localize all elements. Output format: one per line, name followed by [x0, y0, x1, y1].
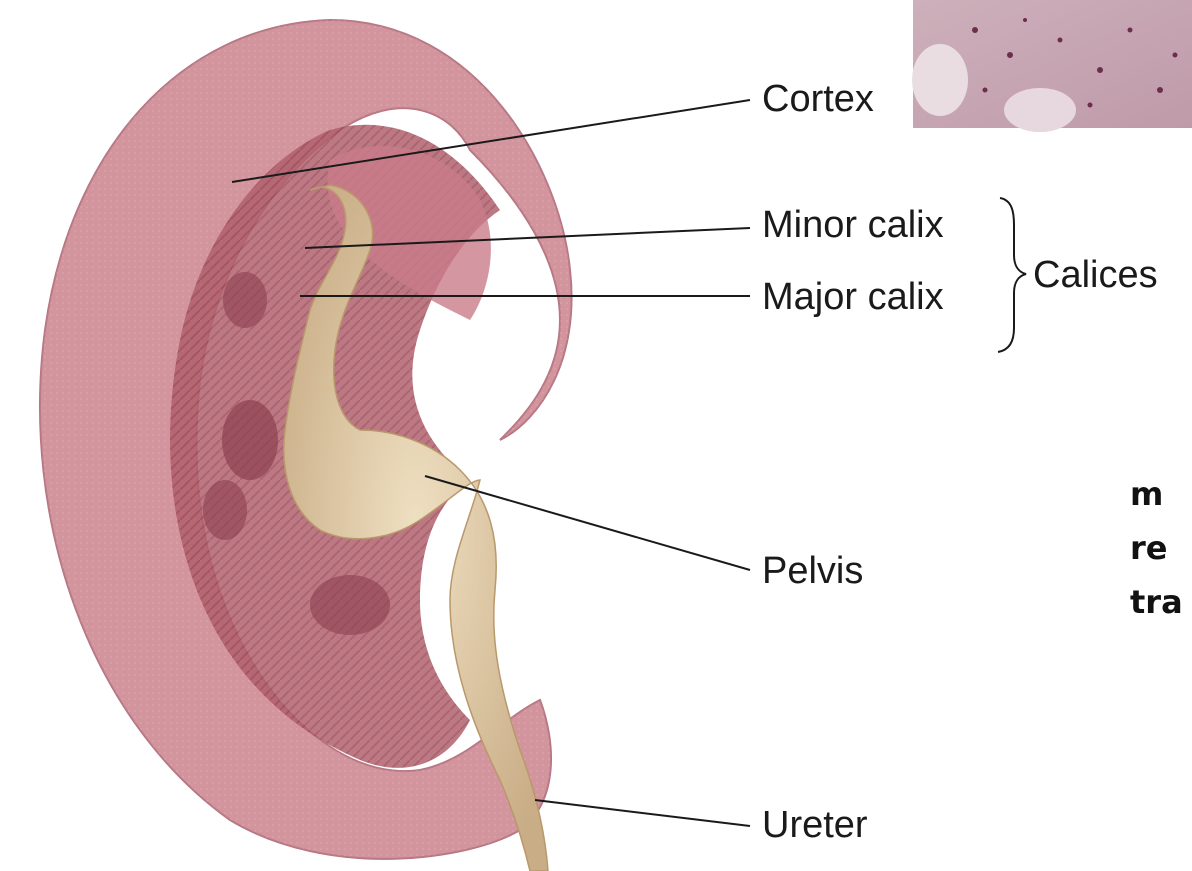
- side-text-line-3: tra: [1130, 586, 1183, 618]
- side-text-line-2: re: [1130, 532, 1167, 564]
- minor-calix-label: Minor calix: [762, 206, 944, 244]
- major-calix-label: Major calix: [762, 278, 944, 316]
- cortex-label: Cortex: [762, 80, 874, 118]
- pelvis-label: Pelvis: [762, 552, 863, 590]
- histology-inset: [912, 0, 1192, 132]
- calices-label: Calices: [1033, 256, 1158, 294]
- ureter-label: Ureter: [762, 806, 868, 844]
- ureter-leader: [535, 800, 750, 826]
- side-text-line-1: m: [1130, 478, 1163, 510]
- calices-bracket: [998, 198, 1026, 352]
